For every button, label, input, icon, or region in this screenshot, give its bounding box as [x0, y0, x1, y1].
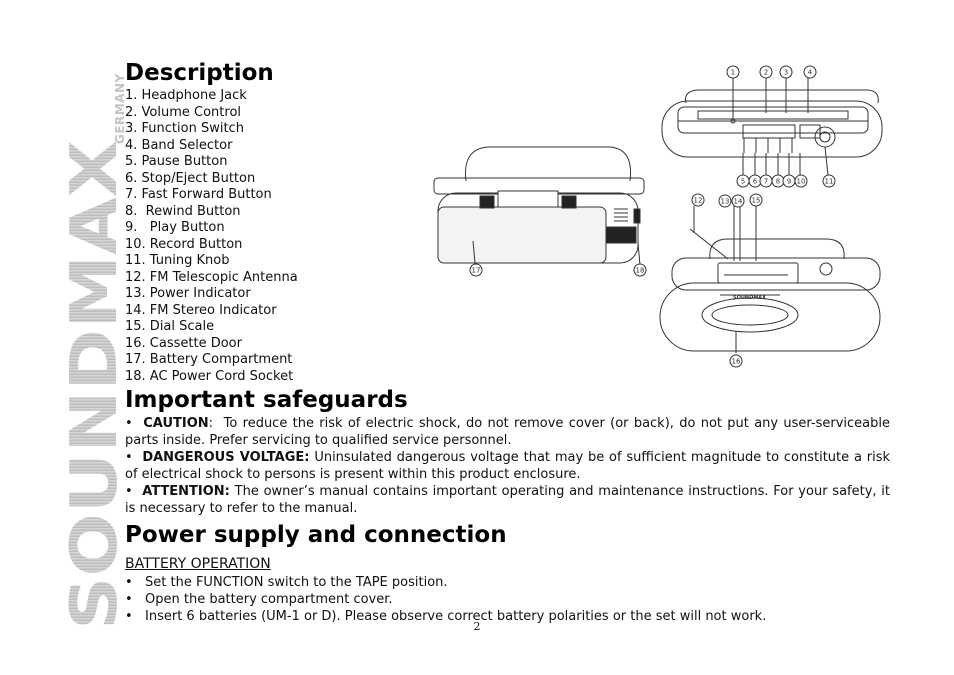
battery-steps: Set the FUNCTION switch to the TAPE posi…	[125, 574, 890, 625]
description-title: Description	[125, 60, 274, 86]
callout: 1	[726, 65, 740, 79]
callout-label: 16	[732, 358, 741, 366]
callout: 5	[736, 174, 750, 188]
safeguard-voltage: • DANGEROUS VOLTAGE: Uninsulated dangero…	[125, 450, 891, 482]
safeguard-caution: • CAUTION: To reduce the risk of electri…	[125, 416, 890, 448]
callout: 13	[718, 194, 732, 208]
callout-label: 14	[734, 198, 743, 206]
callout-label: 5	[741, 178, 745, 186]
list-item: 7. Fast Forward Button	[125, 187, 272, 202]
callout-label: 3	[784, 69, 788, 77]
callout: 4	[803, 65, 817, 79]
battery-operation-subtitle: BATTERY OPERATION	[125, 556, 271, 572]
safeguard-text: To reduce the risk of electric shock, do…	[125, 416, 890, 448]
list-item: Insert 6 batteries (UM-1 or D). Please o…	[125, 608, 890, 625]
safeguard-label: CAUTION	[143, 416, 209, 431]
callout-label: 8	[776, 178, 780, 186]
list-item: 18. AC Power Cord Socket	[125, 368, 294, 384]
safeguard-attention: • ATTENTION: The owner’s manual contains…	[125, 484, 890, 516]
device-brand-label: SOUNDMAX	[733, 295, 766, 301]
callout: 6	[748, 174, 762, 188]
callout-label: 12	[694, 197, 703, 205]
callout: 8	[771, 174, 785, 188]
safeguards-list: • CAUTION: To reduce the risk of electri…	[125, 415, 890, 517]
list-item: 12. FM Telescopic Antenna	[125, 269, 298, 285]
list-item: 1. Headphone Jack	[125, 88, 247, 103]
safeguard-label: ATTENTION:	[142, 484, 230, 499]
back-view-illustration	[433, 146, 645, 266]
list-item: 8. Rewind Button	[125, 203, 241, 219]
callout: 12	[691, 193, 705, 207]
callout-label: 6	[753, 178, 758, 186]
power-title: Power supply and connection	[125, 522, 507, 548]
callout-label: 4	[808, 69, 813, 77]
list-item: 5. Pause Button	[125, 154, 228, 169]
list-item: 16. Cassette Door	[125, 335, 242, 351]
page-number: 2	[473, 620, 481, 633]
list-item: 9. Play Button	[125, 220, 225, 235]
callout: 17	[469, 263, 483, 277]
safeguard-sep: :	[208, 416, 224, 431]
callout: 10	[794, 174, 808, 188]
callout: 11	[822, 174, 836, 188]
safeguard-label: DANGEROUS VOLTAGE:	[142, 450, 310, 465]
callout-label: 17	[472, 267, 481, 275]
callout-label: 2	[764, 69, 768, 77]
callout: 15	[749, 193, 763, 207]
list-item: 11. Tuning Knob	[125, 253, 230, 268]
callout: 3	[779, 65, 793, 79]
safeguards-title: Important safeguards	[125, 387, 408, 413]
page-content: Description 1. Headphone Jack 2. Volume …	[125, 58, 890, 625]
callout-label: 9	[787, 178, 791, 186]
callout-label: 7	[764, 178, 768, 186]
product-diagram: SOUNDMAX 1 2 3 4 5 6 7 8 9 10 11 12 13 1…	[433, 65, 883, 368]
callouts: 1 2 3 4 5 6 7 8 9 10 11 12 13 14 15 16 1…	[469, 65, 836, 368]
top-view-illustration	[661, 77, 883, 176]
list-item: 6. Stop/Eject Button	[125, 170, 256, 186]
brand-name: SOUNDMAX	[58, 140, 128, 630]
callout-label: 15	[752, 197, 761, 205]
list-item: 17. Battery Compartment	[125, 352, 293, 367]
callout: 7	[759, 174, 773, 188]
callout-label: 18	[636, 267, 645, 275]
safeguard-text: Uninsulated dangerous voltage that may b…	[125, 450, 891, 482]
list-item: 13. Power Indicator	[125, 286, 251, 301]
brand-country: GERMANY	[113, 73, 127, 144]
list-item: Set the FUNCTION switch to the TAPE posi…	[125, 574, 890, 591]
list-item: 14. FM Stereo Indicator	[125, 302, 277, 318]
list-item: 10. Record Button	[125, 236, 243, 252]
soundmax-side-logo: SOUNDMAX GERMANY	[58, 73, 128, 630]
callout-label: 13	[721, 198, 730, 206]
parts-list: 1. Headphone Jack 2. Volume Control 3. F…	[125, 88, 890, 385]
callout: 14	[731, 194, 745, 208]
callout-label: 10	[797, 178, 806, 186]
callout: 18	[633, 263, 647, 277]
list-item: Open the battery compartment cover.	[125, 591, 890, 608]
callout-label: 1	[731, 69, 735, 77]
list-item: 3. Function Switch	[125, 121, 244, 136]
callout: 9	[782, 174, 796, 188]
callout: 16	[729, 354, 743, 368]
front-view-illustration	[659, 206, 881, 353]
callout: 2	[759, 65, 773, 79]
callout-label: 11	[825, 178, 834, 186]
list-item: 4. Band Selector	[125, 137, 233, 153]
list-item: 2. Volume Control	[125, 104, 242, 120]
list-item: 15. Dial Scale	[125, 319, 215, 334]
safeguard-text: The owner’s manual contains important op…	[125, 484, 890, 516]
